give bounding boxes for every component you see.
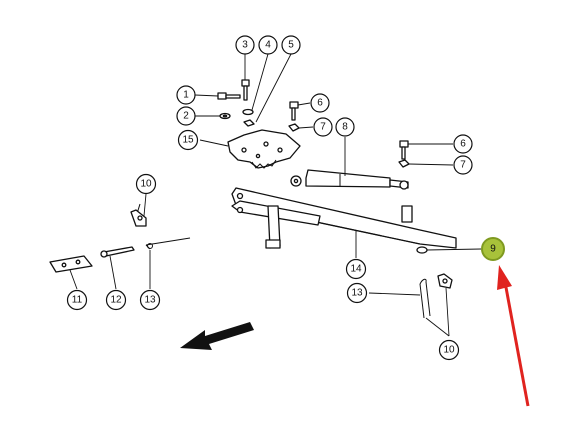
svg-text:1: 1 xyxy=(183,90,189,101)
bolt-6-right-part xyxy=(399,140,409,160)
lift-arm-part xyxy=(231,187,457,249)
split-pin-12-part xyxy=(100,246,135,258)
direction-arrow xyxy=(180,322,254,350)
callout-c3: 3 xyxy=(235,35,255,55)
callout-c13b: 13 xyxy=(346,282,368,304)
svg-text:13: 13 xyxy=(144,295,156,306)
callout-c8: 8 xyxy=(335,117,355,137)
callout-c10a: 10 xyxy=(135,173,157,195)
callout-c12: 12 xyxy=(105,289,127,311)
callout-c7b: 7 xyxy=(453,155,473,175)
callout-c2: 2 xyxy=(176,106,196,126)
svg-text:6: 6 xyxy=(317,98,323,109)
svg-text:12: 12 xyxy=(110,295,122,306)
nut-7-upper-part xyxy=(288,123,300,132)
svg-text:7: 7 xyxy=(460,160,466,171)
svg-text:6: 6 xyxy=(460,139,466,150)
svg-text:10: 10 xyxy=(443,345,455,356)
bolt-1-part xyxy=(217,92,241,100)
linch-pin-10-left-part xyxy=(130,203,147,227)
svg-text:14: 14 xyxy=(350,264,362,275)
sector-plate-part xyxy=(227,129,301,169)
callout-c6a: 6 xyxy=(310,93,330,113)
svg-text:10: 10 xyxy=(140,179,152,190)
svg-text:3: 3 xyxy=(242,40,248,51)
bolt-6-upper-part xyxy=(289,101,299,121)
callout-c14: 14 xyxy=(345,258,367,280)
callout-c7a: 7 xyxy=(313,117,333,137)
callout-c15: 15 xyxy=(177,129,199,151)
callout-c13a: 13 xyxy=(139,289,161,311)
wire-pin-13-right-part xyxy=(419,278,431,319)
wire-pin-13-left-part xyxy=(145,237,191,250)
callout-c5: 5 xyxy=(281,35,301,55)
callout-c1: 1 xyxy=(176,85,196,105)
svg-text:13: 13 xyxy=(351,288,363,299)
leader-lines xyxy=(69,53,482,337)
washer-4-part xyxy=(242,108,254,116)
nut-5-part xyxy=(243,119,255,127)
svg-text:7: 7 xyxy=(320,122,326,133)
callout-c10b: 10 xyxy=(438,339,460,361)
circlip-9-part xyxy=(416,246,428,254)
svg-text:15: 15 xyxy=(182,135,194,146)
callout-c4: 4 xyxy=(258,35,278,55)
callout-c11: 11 xyxy=(66,289,88,311)
bolt-3-part xyxy=(241,79,250,101)
svg-text:8: 8 xyxy=(342,122,348,133)
svg-text:4: 4 xyxy=(265,40,271,51)
callout-c9-highlighted: 9 xyxy=(481,237,505,261)
gas-strut-part xyxy=(290,169,409,190)
washer-2-part xyxy=(219,112,231,120)
callout-c6b: 6 xyxy=(453,134,473,154)
svg-text:5: 5 xyxy=(288,40,294,51)
nut-7-right-part xyxy=(398,159,410,168)
plate-11-part xyxy=(49,255,93,273)
svg-text:2: 2 xyxy=(183,111,189,122)
svg-text:11: 11 xyxy=(72,295,83,306)
pointer-arrow xyxy=(497,265,530,407)
svg-text:9: 9 xyxy=(490,244,496,255)
linch-pin-10-right-part xyxy=(437,273,453,289)
